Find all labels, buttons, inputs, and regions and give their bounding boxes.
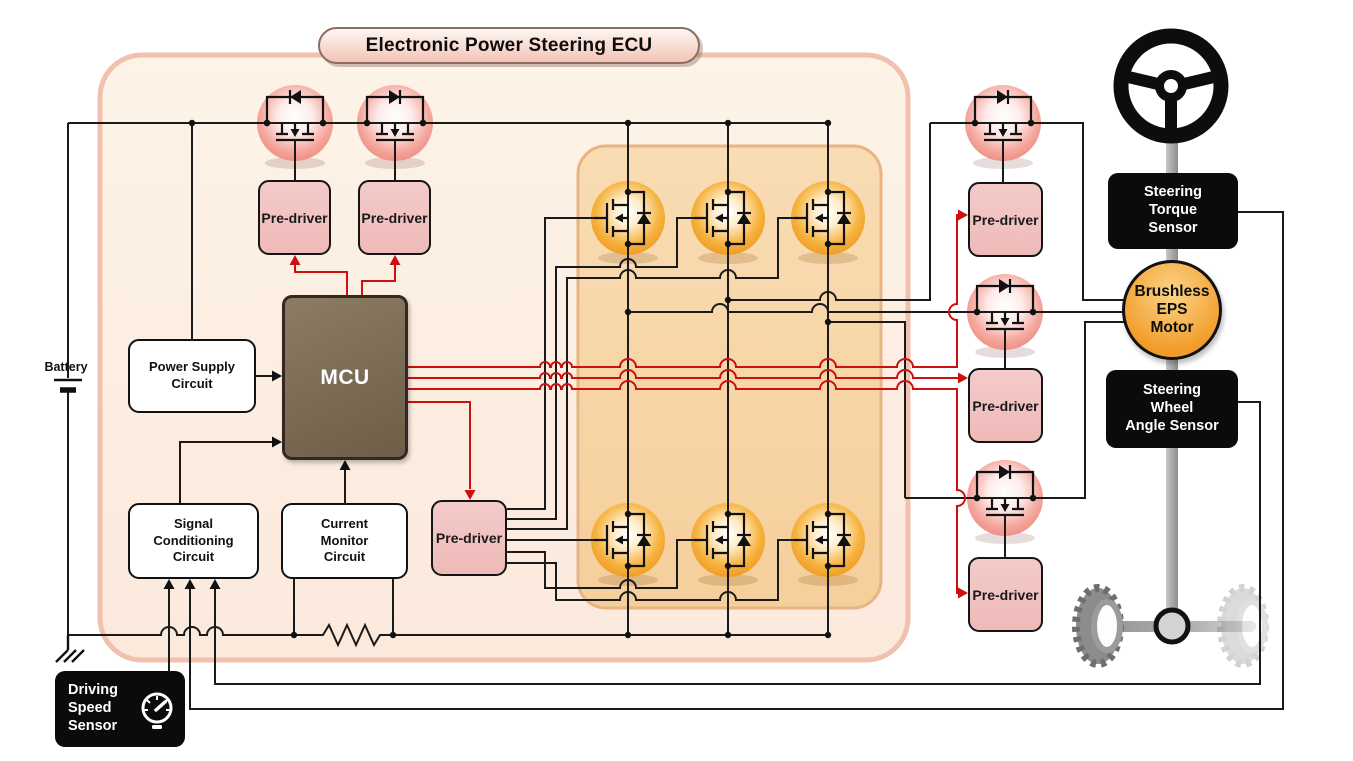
steering-torque-sensor: Steering Torque Sensor <box>1108 173 1238 249</box>
driving-speed-sensor-label: Driving Speed Sensor <box>68 682 118 734</box>
wheels-axle-icon <box>1072 584 1269 668</box>
junction-dot <box>971 119 979 127</box>
junction-dot <box>724 119 732 127</box>
cmc-shunt-taps <box>293 579 394 635</box>
phase-v <box>728 122 1126 301</box>
steering-wheel-icon <box>1113 28 1229 144</box>
angle-sensor-line <box>214 401 1261 685</box>
junction-dot <box>724 631 732 639</box>
steering-wheel-angle-sensor: Steering Wheel Angle Sensor <box>1106 370 1238 448</box>
mcu-block: MCU <box>282 295 408 460</box>
junction-dot <box>188 119 196 127</box>
ground-symbol <box>55 635 85 663</box>
predriver-phase-relay-1: Pre-driver <box>968 182 1043 257</box>
junction-dot <box>263 119 271 127</box>
junction-dot <box>389 631 397 639</box>
battery-label: Battery <box>44 360 88 374</box>
gate-line-3 <box>507 217 794 530</box>
ecu-title-banner: Electronic Power Steering ECU <box>318 27 700 64</box>
phase-u <box>628 303 1126 313</box>
junction-dot <box>973 308 981 316</box>
bottom-ground-bus <box>68 622 828 648</box>
junction-dot <box>624 631 632 639</box>
junction-dot <box>419 119 427 127</box>
junction-dot <box>290 631 298 639</box>
junction-dot <box>724 296 732 304</box>
arrowhead <box>958 209 968 221</box>
arrowhead <box>272 436 282 448</box>
junction-dot <box>1029 308 1037 316</box>
red-to-predriver-b <box>361 263 396 295</box>
arrowhead <box>272 370 282 382</box>
red-line-3 <box>408 380 966 594</box>
junction-dot <box>624 119 632 127</box>
signal-conditioning-circuit: Signal Conditioning Circuit <box>128 503 259 579</box>
arrowhead <box>339 460 351 470</box>
junction-dot <box>1027 119 1035 127</box>
right-wheel-icon <box>1217 584 1269 668</box>
red-to-predriver-c <box>408 401 471 489</box>
battery-symbol <box>54 378 82 393</box>
junction-dot <box>824 631 832 639</box>
gate-line-1 <box>507 217 594 510</box>
arrowhead <box>958 372 968 384</box>
brushless-eps-motor: Brushless EPS Motor <box>1122 260 1222 360</box>
junction-dot <box>973 494 981 502</box>
left-wheel-icon <box>1072 584 1124 668</box>
gate-line-5 <box>507 539 694 589</box>
torque-sensor-line <box>189 211 1284 710</box>
arrowhead <box>958 587 968 599</box>
speedometer-icon <box>141 692 173 729</box>
arrowhead <box>389 255 401 265</box>
arrowhead <box>289 255 301 265</box>
red-line-1 <box>408 214 960 368</box>
junction-dot <box>319 119 327 127</box>
gate-line-2 <box>507 217 694 520</box>
junction-dot <box>824 119 832 127</box>
phase-w <box>828 321 1126 499</box>
red-line-2 <box>408 369 960 379</box>
driving-speed-sensor: Driving Speed Sensor <box>55 671 185 747</box>
arrowhead <box>184 579 196 589</box>
power-and-signal-wiring <box>67 122 1284 710</box>
predriver-top-left-2: Pre-driver <box>358 180 431 255</box>
predriver-phase-relay-2: Pre-driver <box>968 368 1043 443</box>
rack-pinion-joint <box>1153 607 1191 645</box>
junction-dot <box>363 119 371 127</box>
current-monitor-circuit: Current Monitor Circuit <box>281 503 408 579</box>
gate-line-6 <box>507 539 794 601</box>
arrowhead <box>464 490 476 500</box>
arrowhead <box>163 579 175 589</box>
predriver-bridge: Pre-driver <box>431 500 507 576</box>
symbols-overlay <box>163 90 1037 639</box>
predriver-top-left-1: Pre-driver <box>258 180 331 255</box>
junction-dot <box>624 308 632 316</box>
junction-dot <box>824 318 832 326</box>
junction-dot <box>1029 494 1037 502</box>
red-to-predriver-a <box>294 263 348 295</box>
mosfet-stems <box>294 140 1006 557</box>
scc-to-mcu <box>179 441 274 503</box>
arrowhead <box>209 579 221 589</box>
power-supply-circuit: Power Supply Circuit <box>128 339 256 413</box>
mcu-control-wiring <box>294 214 966 594</box>
bridge-columns <box>627 123 829 635</box>
predriver-phase-relay-3: Pre-driver <box>968 557 1043 632</box>
